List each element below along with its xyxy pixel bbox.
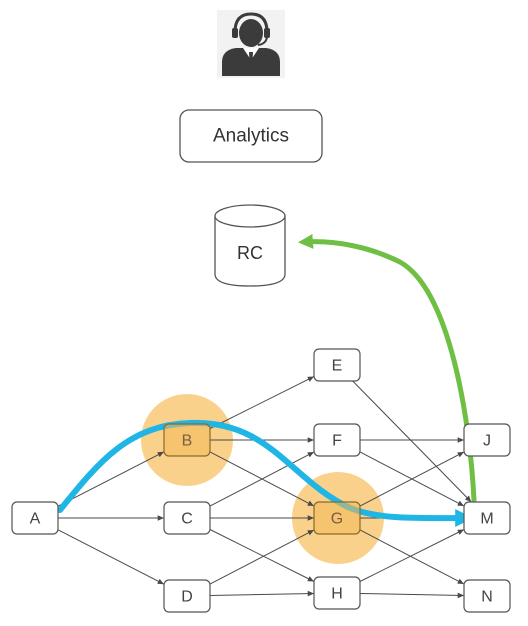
database-cylinder-icon: RC bbox=[214, 204, 286, 287]
analytics-box: Analytics bbox=[179, 109, 323, 163]
edge-e-m bbox=[352, 380, 472, 503]
node-box bbox=[313, 501, 361, 535]
edge-c-h bbox=[209, 529, 315, 582]
node-b: B bbox=[163, 423, 211, 457]
node-label: M bbox=[480, 511, 493, 528]
node-e: E bbox=[313, 348, 361, 382]
node-c: C bbox=[163, 501, 211, 535]
customer-support-agent-icon bbox=[217, 10, 285, 78]
node-box bbox=[163, 423, 211, 457]
edge-b-e bbox=[209, 376, 315, 429]
node-label: D bbox=[181, 589, 193, 606]
edge-h-n bbox=[359, 592, 465, 599]
node-box bbox=[313, 423, 361, 457]
graph-nodes: A B C D E F G H J M N bbox=[11, 348, 511, 613]
node-label: F bbox=[332, 433, 342, 450]
node-box bbox=[11, 501, 59, 535]
node-box bbox=[463, 579, 511, 613]
node-g: G bbox=[313, 501, 361, 535]
node-m: M bbox=[463, 501, 511, 535]
edge-d-g bbox=[209, 529, 315, 585]
node-label: A bbox=[30, 511, 41, 528]
edge-g-j bbox=[359, 451, 465, 507]
node-label: C bbox=[181, 511, 193, 528]
edge-d-h bbox=[209, 590, 315, 597]
node-label: G bbox=[331, 511, 343, 528]
analytics-label: Analytics bbox=[213, 126, 289, 147]
node-label: B bbox=[182, 433, 193, 450]
node-label: E bbox=[332, 358, 343, 375]
edge-c-f bbox=[209, 451, 315, 507]
node-label: J bbox=[483, 433, 491, 450]
node-label: N bbox=[481, 589, 493, 606]
node-d: D bbox=[163, 579, 211, 613]
edge-a-b bbox=[57, 451, 165, 507]
edge-h-m bbox=[359, 529, 465, 582]
node-box bbox=[163, 501, 211, 535]
graph-edges bbox=[57, 376, 472, 599]
node-f: F bbox=[313, 423, 361, 457]
node-box bbox=[313, 576, 361, 610]
node-box bbox=[163, 579, 211, 613]
node-box bbox=[313, 348, 361, 382]
node-a: A bbox=[11, 501, 59, 535]
node-label: H bbox=[331, 586, 343, 603]
database-label: RC bbox=[237, 243, 263, 263]
node-box bbox=[463, 501, 511, 535]
blue-path bbox=[57, 419, 474, 528]
node-n: N bbox=[463, 579, 511, 613]
node-j: J bbox=[463, 423, 511, 457]
edge-a-d bbox=[57, 529, 165, 585]
node-box bbox=[463, 423, 511, 457]
node-h: H bbox=[313, 576, 361, 610]
edge-g-n bbox=[359, 529, 465, 585]
